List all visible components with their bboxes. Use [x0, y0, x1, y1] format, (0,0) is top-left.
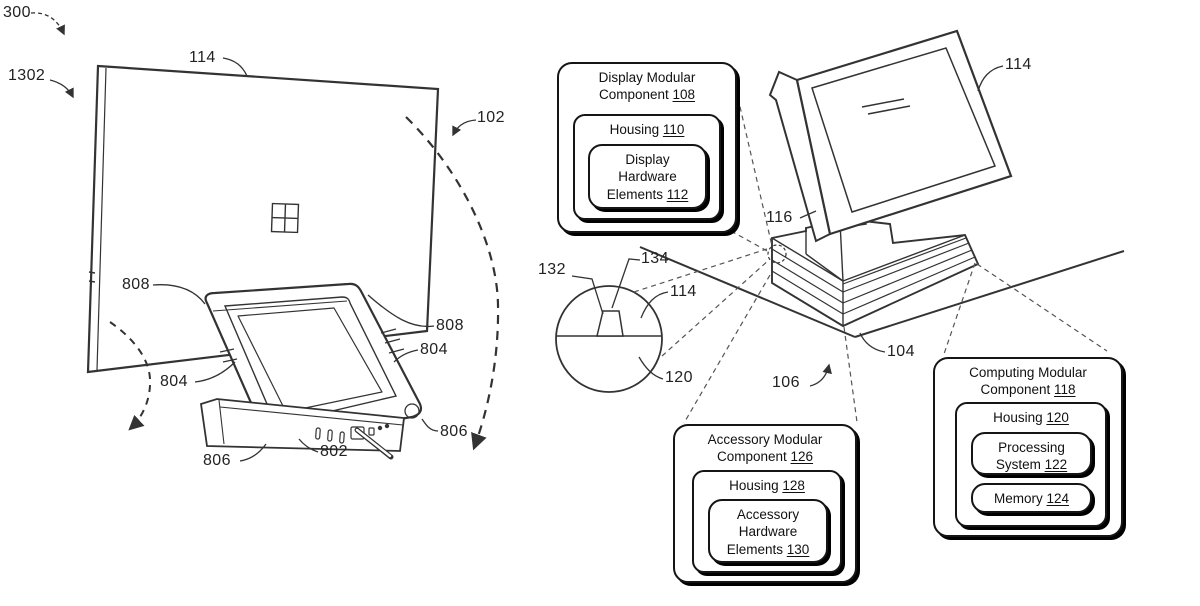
- callout-connectors: [633, 97, 1108, 424]
- rotation-arc-left: [109, 321, 152, 431]
- ref-label-104: 104: [887, 343, 915, 360]
- connector-computing-box: [976, 263, 1108, 352]
- computing-box-title: Computing Modular Component 118: [969, 365, 1087, 398]
- monitor-display: [768, 29, 1013, 243]
- display-box-title: Display Modular Component 108: [598, 70, 696, 103]
- hinge-mark: [219, 348, 235, 353]
- module-seams: [771, 237, 976, 315]
- screen-glare: [861, 98, 905, 108]
- ref-label-804-right: 804: [420, 341, 448, 358]
- pedestal-wedge: [805, 221, 894, 282]
- hinge-mark: [384, 338, 401, 344]
- ref-label-120: 120: [665, 369, 693, 386]
- ref-label-802: 802: [320, 443, 348, 460]
- base-module: [200, 398, 406, 460]
- ref-label-106: 106: [772, 374, 800, 391]
- computing-housing-title: Housing 120: [993, 410, 1069, 425]
- leader-114: [222, 57, 248, 77]
- hinge-cap: [404, 403, 420, 419]
- memory-title: Memory 124: [993, 491, 1070, 506]
- ref-label-134: 134: [641, 250, 669, 267]
- ref-label-102: 102: [477, 109, 505, 126]
- right-figure-leaders: [571, 65, 1004, 387]
- ref-label-114-right: 114: [1005, 56, 1032, 73]
- leader-104: [859, 332, 886, 353]
- computing-housing-box: Housing 120 Processing System 122 Memory…: [955, 402, 1107, 527]
- io-ports: [315, 423, 390, 444]
- ref-label-114-left: 114: [189, 49, 216, 66]
- ref-label-300: 300: [3, 4, 31, 21]
- connector-display-box: [737, 97, 773, 247]
- table-surface-edge: [639, 246, 1125, 338]
- connector-accessory-box: [683, 274, 771, 424]
- leader-806-right: [421, 418, 439, 432]
- display-housing-box: Housing 110 Display Hardware Elements 11…: [573, 114, 721, 220]
- connector-detail-circle: [661, 258, 771, 357]
- figure-right-device: [555, 29, 1125, 424]
- hinge-mark: [388, 348, 405, 354]
- accessory-housing-box: Housing 128 Accessory Hardware Elements …: [692, 470, 842, 573]
- leader-102: [452, 119, 477, 137]
- leader-116: [799, 210, 817, 219]
- hinge-mark: [222, 358, 238, 363]
- alignment-key: [596, 310, 624, 337]
- ref-label-806-right: 806: [440, 423, 468, 440]
- leader-808-right: [367, 294, 435, 328]
- stylus-pen: [354, 427, 394, 460]
- ref-label-804-left: 804: [160, 373, 188, 390]
- processing-system-box: Processing System 122: [971, 432, 1092, 475]
- leader-300: [30, 12, 65, 36]
- accessory-hardware-title: Accessory Hardware Elements 130: [726, 507, 810, 557]
- accessory-box-title: Accessory Modular Component 126: [707, 432, 823, 465]
- leader-114-detail: [640, 291, 669, 319]
- detail-callout-marker: [767, 244, 787, 264]
- leader-804-right: [393, 349, 419, 363]
- accessory-housing-title: Housing 128: [729, 478, 805, 493]
- leader-134: [611, 258, 641, 309]
- accessory-hardware-elements-box: Accessory Hardware Elements 130: [708, 499, 828, 563]
- leader-808-left: [152, 284, 206, 305]
- screen-glare: [867, 105, 911, 115]
- ref-label-808-right: 808: [436, 317, 464, 334]
- display-modular-component-box: Display Modular Component 108 Housing 11…: [557, 62, 737, 233]
- accessory-modular-component-box: Accessory Modular Component 126 Housing …: [673, 424, 857, 583]
- computing-modular-component-box: Computing Modular Component 118 Housing …: [933, 357, 1123, 537]
- left-figure-leaders: [30, 12, 477, 462]
- connector-computing-box: [943, 262, 976, 355]
- rotation-arc-right: [405, 116, 500, 451]
- figure-left-device: [30, 12, 500, 462]
- memory-box: Memory 124: [971, 483, 1092, 513]
- display-hardware-title: Display Hardware Elements 112: [606, 152, 689, 202]
- leader-804-left: [194, 361, 236, 383]
- leader-120: [638, 356, 664, 380]
- connector-display-box: [730, 230, 770, 253]
- connector-accessory-box: [843, 326, 858, 423]
- ref-label-114-detail: 114: [670, 283, 697, 300]
- joint-detail-circle: [555, 285, 663, 393]
- ref-label-808-left: 808: [122, 276, 150, 293]
- leader-132: [571, 275, 604, 315]
- ref-label-132: 132: [538, 261, 566, 278]
- processing-system-title: Processing System 122: [995, 440, 1068, 473]
- ref-label-116: 116: [766, 209, 793, 226]
- side-button-icon: [88, 280, 96, 283]
- leader-106: [809, 363, 832, 387]
- display-hardware-elements-box: Display Hardware Elements 112: [588, 144, 707, 209]
- hinge-mark: [380, 328, 397, 334]
- ref-label-806-left: 806: [203, 452, 231, 469]
- leader-806-left: [239, 443, 267, 462]
- windows-logo-icon: [270, 202, 300, 234]
- side-button-icon: [88, 271, 96, 274]
- leader-802: [298, 438, 319, 453]
- display-housing-title: Housing 110: [609, 122, 685, 137]
- leader-114: [977, 65, 1004, 92]
- ref-label-1302: 1302: [8, 67, 46, 84]
- leader-1302: [49, 79, 74, 99]
